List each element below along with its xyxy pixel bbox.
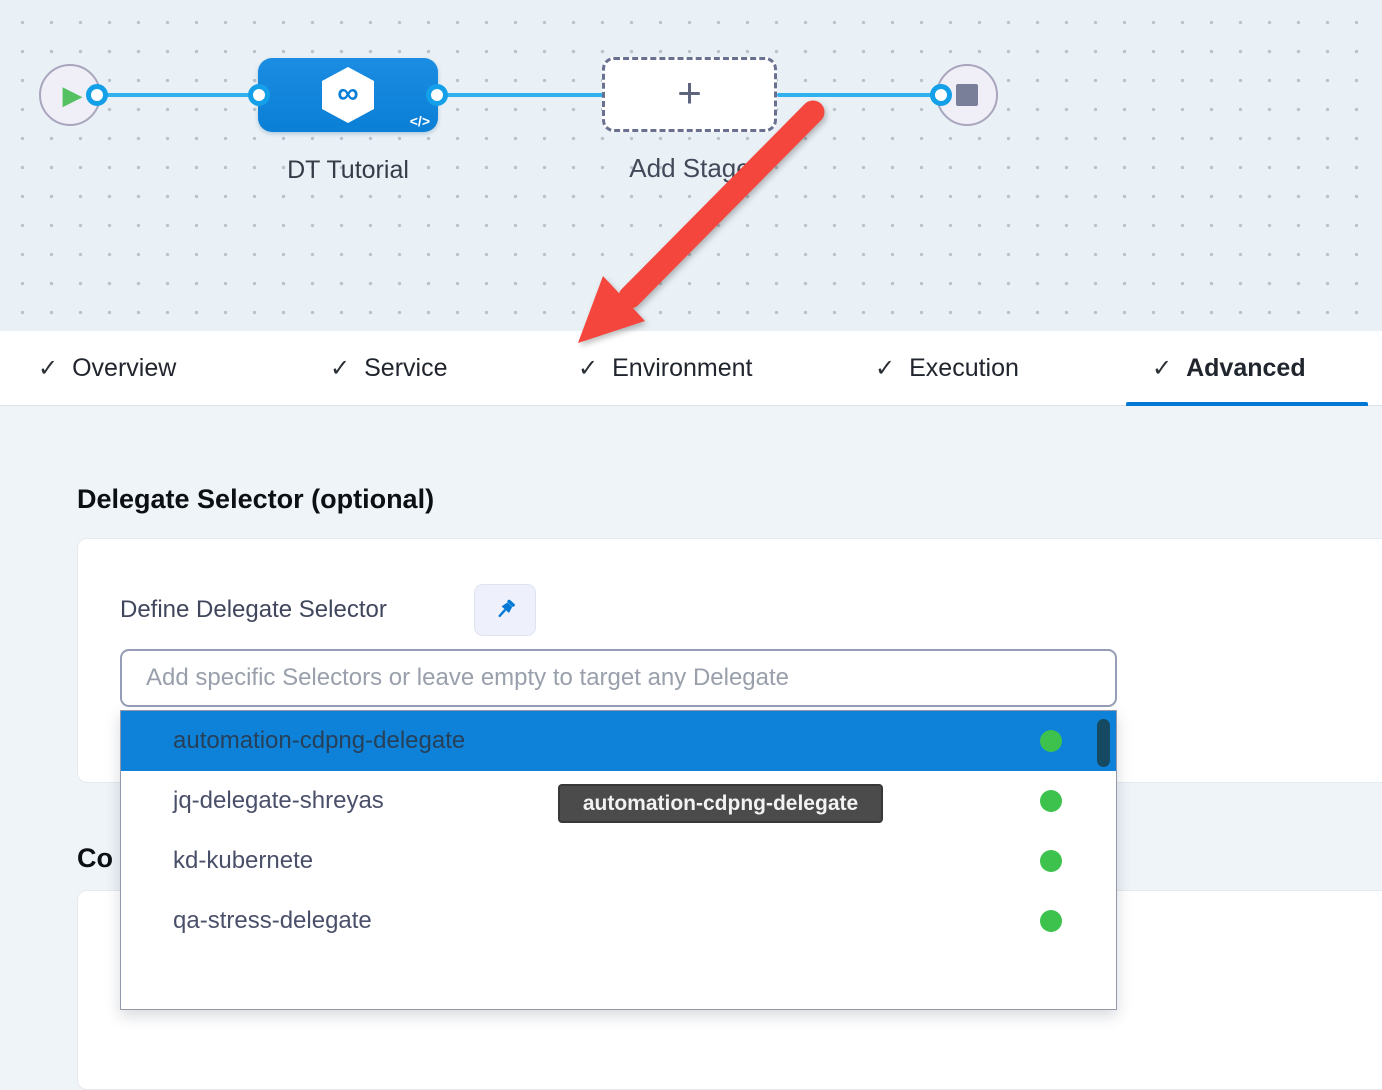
delegate-status-dot [1040,850,1062,872]
tab-label: Execution [909,354,1019,382]
tab-label: Advanced [1186,354,1306,382]
port-stage-in[interactable] [248,84,270,106]
port-end-in[interactable] [930,84,952,106]
dropdown-item-label: kd-kubernete [173,847,314,874]
delegate-status-dot [1040,790,1062,812]
delegate-selector-input[interactable] [120,649,1117,707]
dropdown-item-label: qa-stress-delegate [173,907,372,934]
harness-logo-icon: ∞ [322,67,374,123]
next-section-title: Co [77,843,113,873]
pipeline-canvas[interactable]: ▶ ∞ </> DT Tutorial + Add Stage [0,0,1382,331]
stage-label: DT Tutorial [287,156,409,184]
tab-environment[interactable]: ✓ Environment [578,331,752,406]
check-icon: ✓ [38,355,59,382]
check-icon: ✓ [1152,355,1173,382]
dropdown-item[interactable]: automation-cdpng-delegate [121,711,1116,771]
play-icon: ▶ [62,80,83,110]
stage-tabbar: ✓ Overview ✓ Service ✓ Environment ✓ Exe… [0,331,1382,407]
dropdown-item-label: jq-delegate-shreyas [173,787,384,814]
tab-overview[interactable]: ✓ Overview [38,331,176,406]
add-stage-button[interactable]: + [602,57,777,132]
tab-execution[interactable]: ✓ Execution [875,331,1019,406]
port-start-out[interactable] [86,84,108,106]
tab-advanced[interactable]: ✓ Advanced [1152,331,1306,406]
tab-label: Service [364,354,448,382]
delegate-selector-section-title: Delegate Selector (optional) [77,484,435,514]
add-stage-label: Add Stage [629,153,751,183]
delegate-dropdown: automation-cdpng-delegate jq-delegate-sh… [120,710,1117,1010]
stop-icon [956,84,978,106]
check-icon: ✓ [330,355,351,382]
delegate-tooltip: automation-cdpng-delegate [558,784,883,823]
active-tab-underline [1126,402,1368,407]
stage-node-dt-tutorial[interactable]: ∞ </> [258,58,438,132]
delegate-status-dot [1040,910,1062,932]
pin-icon [498,599,515,618]
tab-service[interactable]: ✓ Service [330,331,447,406]
dropdown-item-label: automation-cdpng-delegate [173,727,466,754]
check-icon: ✓ [875,355,896,382]
port-stage-out[interactable] [426,84,448,106]
dropdown-item[interactable]: jq-delegate-shreyas [121,771,1116,831]
code-icon[interactable]: </> [409,113,430,129]
check-icon: ✓ [578,355,599,382]
dropdown-item[interactable]: kd-kubernete [121,831,1116,891]
tab-label: Overview [72,354,177,382]
edge-addstage-to-end [777,93,943,97]
advanced-tab-content: Delegate Selector (optional) Define Dele… [0,406,1382,1090]
plus-icon: + [677,68,702,116]
define-delegate-selector-label: Define Delegate Selector [120,596,387,623]
tab-label: Environment [612,354,753,382]
delegate-status-dot [1040,730,1062,752]
dropdown-scrollbar-thumb[interactable] [1097,719,1110,767]
dropdown-item[interactable]: qa-stress-delegate [121,891,1116,951]
pin-button[interactable] [474,584,536,636]
edge-start-to-stage [98,93,260,97]
edge-stage-to-addstage [438,93,604,97]
